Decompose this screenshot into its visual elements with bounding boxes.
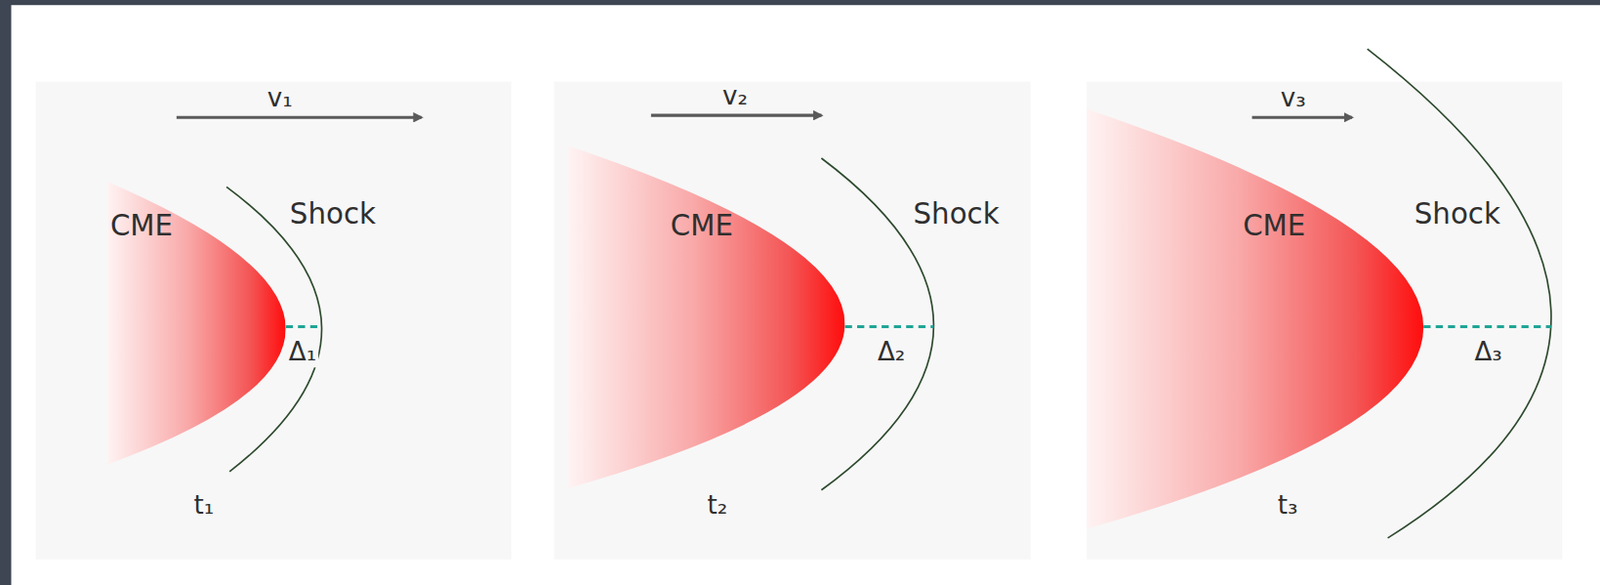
label-anchor: Δ₁ bbox=[287, 337, 320, 368]
cme-label: CME bbox=[1242, 209, 1306, 244]
top-frame bbox=[0, 0, 1600, 5]
cme-body: CME bbox=[1086, 109, 1424, 530]
symbol-label: Δ₃ bbox=[1472, 337, 1505, 368]
symbol-label: Δ₂ bbox=[875, 337, 908, 368]
cme-body: CME bbox=[107, 181, 287, 465]
label-anchor: Δ₂ bbox=[875, 337, 908, 368]
label-anchor: t₁ bbox=[194, 491, 215, 521]
side-frame bbox=[0, 0, 11, 585]
label-anchor: v₂ bbox=[722, 82, 748, 112]
cme-label: CME bbox=[670, 209, 734, 244]
cme-shape bbox=[568, 145, 845, 488]
symbol-label: v₃ bbox=[1280, 83, 1307, 114]
label-anchor: t₃ bbox=[1277, 491, 1299, 521]
symbol-label: v₂ bbox=[722, 82, 748, 112]
label-anchor: Δ₃ bbox=[1472, 337, 1505, 368]
symbol-label: t₂ bbox=[706, 491, 728, 521]
velocity-arrow bbox=[1252, 116, 1353, 120]
symbol-label: t₁ bbox=[194, 491, 215, 521]
label-anchor: v₁ bbox=[267, 83, 293, 114]
panel bbox=[554, 82, 1031, 560]
standoff-distance bbox=[1423, 325, 1552, 329]
label-anchor: v₃ bbox=[1280, 83, 1307, 114]
cme-shape bbox=[1086, 109, 1424, 530]
symbol-label: Δ₁ bbox=[287, 337, 320, 368]
standoff-distance bbox=[844, 325, 934, 329]
label-anchor: Shock bbox=[910, 198, 1001, 232]
velocity-arrow bbox=[651, 114, 822, 118]
standoff-distance bbox=[286, 325, 323, 329]
cme-label: CME bbox=[110, 209, 173, 244]
shock-label: Shock bbox=[1412, 198, 1503, 232]
cme-outline bbox=[568, 145, 845, 488]
panel bbox=[1086, 82, 1562, 560]
cme-outline bbox=[1086, 109, 1424, 530]
label-anchor: t₂ bbox=[706, 491, 728, 521]
cme-body: CME bbox=[568, 145, 845, 488]
panel bbox=[36, 82, 512, 560]
symbol-label: v₁ bbox=[267, 83, 293, 114]
shock-label: Shock bbox=[910, 198, 1001, 232]
shock-label: Shock bbox=[287, 198, 378, 232]
label-anchor: Shock bbox=[287, 198, 378, 232]
symbol-label: t₃ bbox=[1277, 491, 1299, 521]
cme-outline bbox=[107, 181, 287, 465]
velocity-arrow bbox=[176, 116, 422, 120]
label-anchor: Shock bbox=[1412, 198, 1503, 232]
